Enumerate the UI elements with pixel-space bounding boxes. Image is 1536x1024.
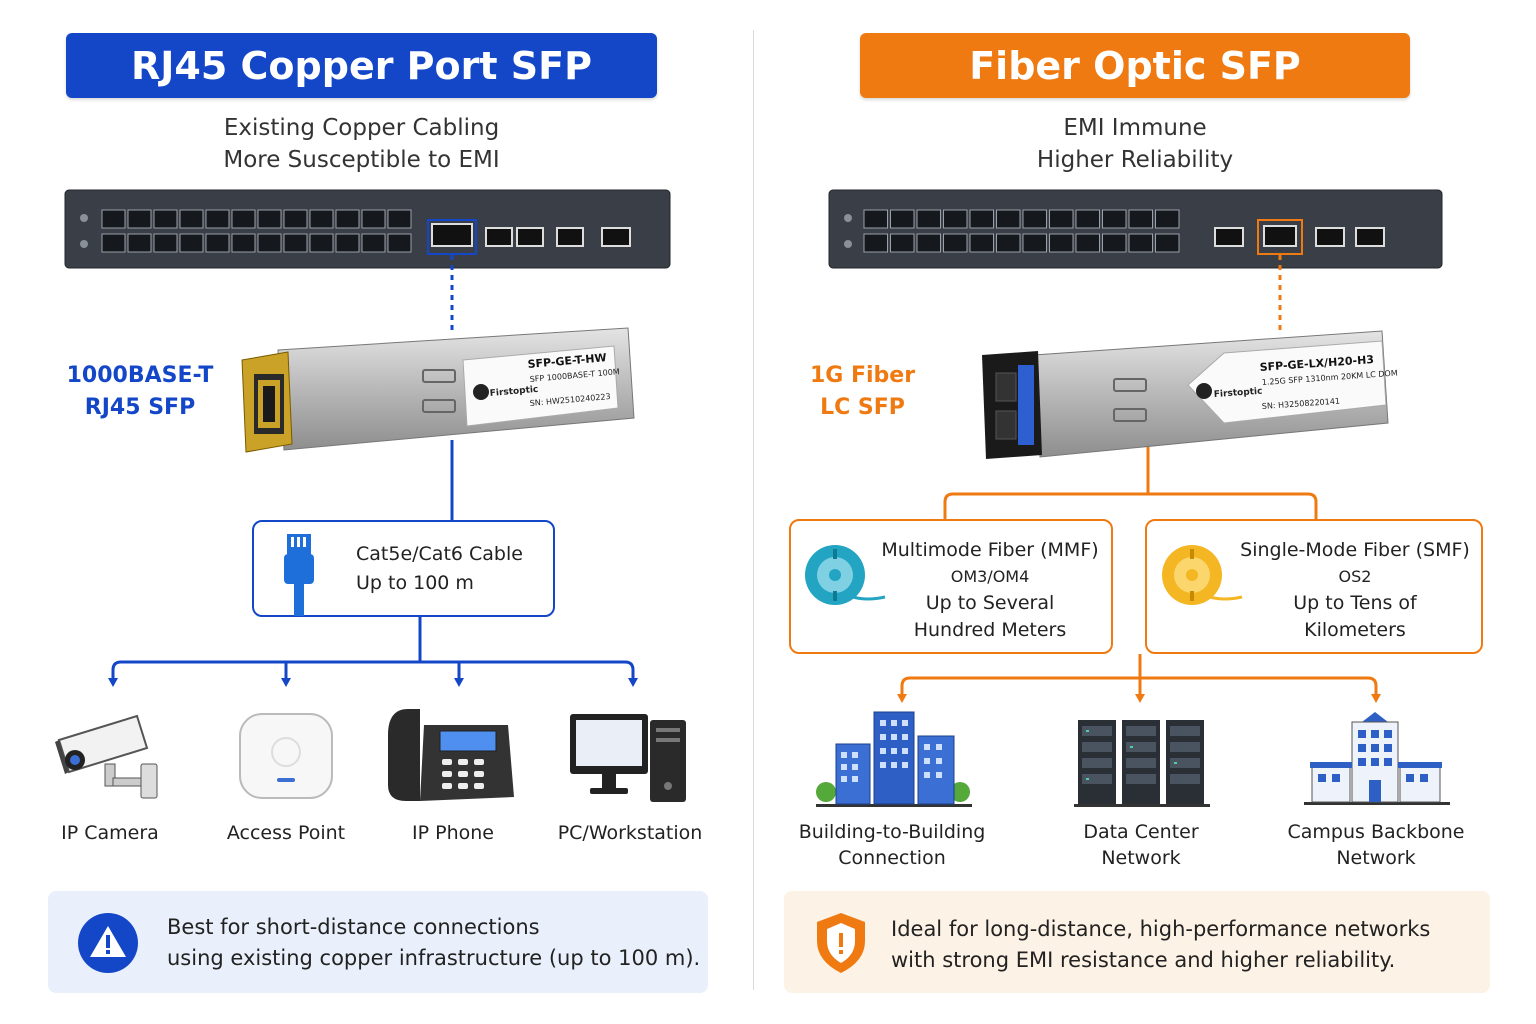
switch-port (257, 233, 282, 253)
switch-port (969, 209, 994, 229)
switch-port (943, 209, 968, 229)
sticker-brand-right: Firstoptic (1214, 387, 1263, 400)
device-label: PC/Workstation (557, 822, 703, 844)
switch-port (1075, 233, 1100, 253)
switch-port (916, 209, 941, 229)
right-network-switch (828, 189, 1443, 269)
mmf-text: Multimode Fiber (MMF) OM3/OM4 Up to Seve… (881, 539, 1099, 641)
switch-port (1075, 209, 1100, 229)
pc-workstation-icon (570, 714, 686, 802)
switch-port (283, 233, 308, 253)
left-network-switch (64, 189, 671, 269)
application-label: Building-to-Building Connection (798, 821, 986, 869)
switch-port (231, 209, 256, 229)
right-connectors (897, 255, 1381, 703)
switch-port (179, 233, 204, 253)
switch-port (863, 233, 888, 253)
switch-port (179, 209, 204, 229)
device-label: IP Camera (61, 822, 159, 844)
switch-port (309, 233, 334, 253)
switch-port (335, 233, 360, 253)
fiber-spool-yellow-icon (1162, 545, 1243, 605)
sticker-brand-left: Firstoptic (489, 385, 538, 399)
right-note-text: Ideal for long-distance, high-performanc… (891, 917, 1431, 972)
ip-phone-icon (388, 709, 514, 801)
switch-port (101, 209, 126, 229)
switch-port (101, 233, 126, 253)
left-connectors (108, 255, 638, 687)
switch-port (1128, 233, 1153, 253)
switch-port (1102, 233, 1127, 253)
left-note (48, 891, 708, 993)
switch-port (863, 209, 888, 229)
buildings-icon (816, 711, 972, 807)
access-point-icon (239, 713, 333, 799)
right-note (784, 891, 1490, 993)
switch-port (361, 233, 386, 253)
switch-port (1102, 209, 1127, 229)
switch-port (1128, 209, 1153, 229)
switch-port (943, 233, 968, 253)
lc-fiber-sfp-module: SFP-GE-LX/H20-H3 1.25G SFP 1310nm 20KM L… (982, 330, 1398, 459)
cable-box-text: Cat5e/Cat6 Cable Up to 100 m (356, 543, 523, 594)
switch-port (205, 233, 230, 253)
switch-port (361, 209, 386, 229)
switch-port (916, 233, 941, 253)
right-title-banner: Fiber Optic SFP (860, 33, 1410, 98)
left-note-text: Best for short-distance connections usin… (167, 915, 701, 970)
rj45-cable-icon (284, 534, 314, 616)
ip-camera-icon (55, 714, 158, 799)
shield-icon (817, 913, 865, 973)
switch-port (127, 233, 152, 253)
switch-port (127, 209, 152, 229)
left-subtitle: Existing Copper Cabling More Susceptible… (223, 115, 500, 173)
left-title-banner: RJ45 Copper Port SFP (66, 33, 657, 98)
switch-port (969, 233, 994, 253)
switch-port (283, 209, 308, 229)
smf-text: Single-Mode Fiber (SMF) OS2 Up to Tens o… (1240, 539, 1470, 641)
switch-port (1049, 233, 1074, 253)
switch-port (890, 209, 915, 229)
device-label: IP Phone (412, 822, 494, 844)
switch-port (1155, 233, 1180, 253)
fiber-spool-teal-icon (805, 545, 886, 605)
switch-port (1022, 209, 1047, 229)
switch-port (1022, 233, 1047, 253)
device-label: Access Point (226, 822, 346, 844)
switch-port (153, 233, 178, 253)
right-module-label: 1G Fiber LC SFP (809, 363, 916, 420)
left-title: RJ45 Copper Port SFP (131, 43, 592, 88)
right-title: Fiber Optic SFP (969, 43, 1301, 88)
switch-port (205, 209, 230, 229)
switch-port (1155, 209, 1180, 229)
data-center-icon (1074, 720, 1210, 807)
switch-port (387, 233, 412, 253)
switch-port (890, 233, 915, 253)
switch-port (1049, 209, 1074, 229)
right-subtitle: EMI Immune Higher Reliability (1036, 115, 1234, 173)
left-module-label: 1000BASE-T RJ45 SFP (66, 363, 214, 420)
switch-port (335, 209, 360, 229)
application-label: Data Center Network (1083, 821, 1199, 869)
warning-icon (78, 913, 138, 973)
switch-port (309, 209, 334, 229)
switch-port (153, 209, 178, 229)
rj45-sfp-module: SFP-GE-T-HW SFP 1000BASE-T 100M Firstopt… (241, 327, 635, 453)
application-label: Campus Backbone Network (1287, 821, 1465, 869)
switch-port (996, 209, 1021, 229)
campus-icon (1304, 712, 1450, 805)
switch-port (231, 233, 256, 253)
switch-port (996, 233, 1021, 253)
switch-port (387, 209, 412, 229)
switch-port (257, 209, 282, 229)
panel-divider (753, 30, 754, 990)
